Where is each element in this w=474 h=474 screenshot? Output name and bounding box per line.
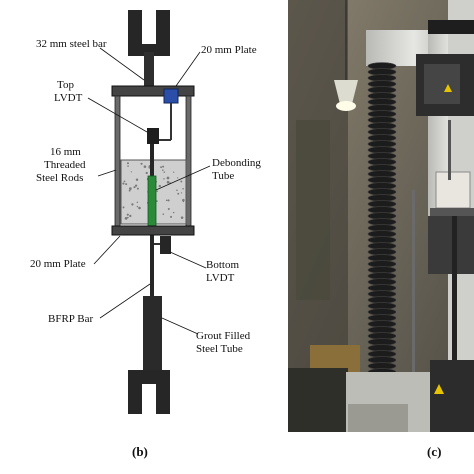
test-setup-schematic — [87, 10, 211, 414]
bottom-lvdt-body — [160, 236, 171, 254]
threaded-rod-right — [185, 95, 192, 231]
steel-bar — [144, 52, 154, 88]
label-grout-line1: Grout Filled — [196, 330, 251, 342]
label-rods-line1: 16 mm — [50, 146, 81, 158]
caption-b: (b) — [132, 444, 148, 459]
label-bottom-plate: 20 mm Plate — [30, 258, 86, 270]
debonding-tube — [147, 175, 157, 233]
label-grout-line2: Steel Tube — [196, 343, 243, 355]
top-plate — [111, 85, 195, 97]
grout-filled-steel-tube — [143, 296, 162, 372]
label-debond-line1: Debonding — [212, 157, 261, 169]
leader-lines — [87, 47, 211, 335]
label-debond-line2: Tube — [212, 170, 235, 182]
bottom-grip — [128, 370, 170, 414]
label-bottom-lvdt-line1: Bottom — [206, 259, 240, 271]
label-top-lvdt-line1: Top — [57, 79, 74, 91]
top-grip — [128, 10, 170, 56]
label-bottom-lvdt-line2: LVDT — [206, 272, 235, 284]
photo-illustration — [288, 0, 474, 432]
top-lvdt-clamp — [147, 128, 159, 144]
test-setup-photo — [288, 0, 474, 432]
top-lvdt-body — [163, 88, 179, 104]
label-bfrp: BFRP Bar — [48, 313, 94, 325]
label-rods-line3: Steel Rods — [36, 172, 84, 184]
label-top-lvdt-line2: LVDT — [54, 92, 83, 104]
coiled-cable — [367, 62, 397, 382]
label-top-plate: 20 mm Plate — [201, 44, 257, 56]
label-rods-line2: Threaded — [44, 159, 86, 171]
caption-c: (c) — [427, 444, 442, 459]
label-steel-bar: 32 mm steel bar — [36, 38, 107, 50]
bottom-plate — [111, 225, 195, 236]
